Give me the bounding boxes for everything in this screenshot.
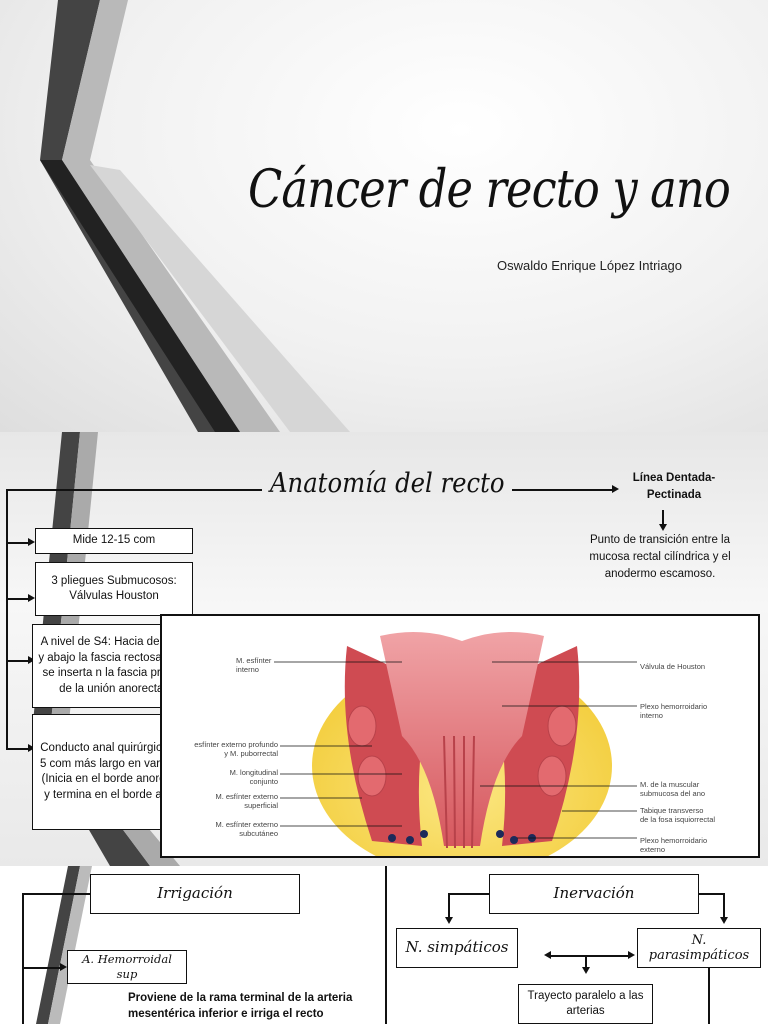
anorectal-anatomy-figure: M. esfínter interno esfínter externo pro… <box>160 614 760 858</box>
connector-line <box>22 967 62 969</box>
parasympathetic-nerves-box: N. parasimpáticos <box>637 928 761 968</box>
title-slide: Cáncer de recto y ano Oswaldo Enrique Ló… <box>0 0 768 432</box>
superior-hemorrhoidal-artery-box: A. Hemorroidal sup <box>67 950 187 984</box>
decorative-stripes <box>40 0 350 432</box>
presentation-title: Cáncer de recto y ano <box>248 160 731 220</box>
anatomy-title: Anatomía del recto <box>270 468 505 499</box>
connector-line <box>585 955 587 969</box>
sympathetic-nerves-box: N. simpáticos <box>396 928 518 968</box>
connector-line <box>6 748 30 750</box>
label-internal-hemorrhoidal-plexus: Plexo hemorroidario interno <box>640 702 708 720</box>
arrow-left <box>544 951 551 959</box>
connector-line <box>22 893 90 895</box>
connector-line <box>448 893 489 895</box>
slide-divider <box>385 866 387 1024</box>
irrigation-title-box: Irrigación <box>90 874 300 914</box>
connector-line <box>6 542 30 544</box>
hemorrhoidal-description: Proviene de la rama terminal de la arter… <box>128 992 353 1020</box>
connector-line <box>699 893 724 895</box>
connector-line <box>22 893 24 1024</box>
connector-line <box>6 598 30 600</box>
dentate-line-description: Punto de transición entre la mucosa rect… <box>589 534 731 580</box>
label-superficial-external-sphincter: M. esfínter externo superficial <box>215 792 278 810</box>
connector-line <box>708 968 710 1024</box>
arrow-down <box>582 967 590 974</box>
author-name: Oswaldo Enrique López Intriago <box>497 258 683 273</box>
trajectory-box: Trayecto paralelo a las arterias <box>518 984 653 1024</box>
label-internal-sphincter: M. esfínter interno <box>236 656 272 674</box>
connector-line <box>6 660 30 662</box>
connector-line <box>512 489 614 491</box>
label-muscularis-submucosae: M. de la muscular submucosa del ano <box>640 780 706 798</box>
arrow-right <box>28 538 35 546</box>
irrigation-innervation-slide: Irrigación A. Hemorroidal sup Proviene d… <box>0 866 768 1024</box>
length-box: Mide 12-15 com <box>35 528 193 554</box>
label-houston-valve: Válvula de Houston <box>640 662 706 671</box>
arrow-down <box>445 917 453 924</box>
arrow-right <box>28 744 35 752</box>
arrow-right <box>60 963 67 971</box>
anatomy-slide: Anatomía del recto Línea Dentada- Pectin… <box>0 432 768 866</box>
arrow-right <box>28 594 35 602</box>
arrow-down <box>720 917 728 924</box>
connector-line <box>6 489 8 749</box>
decorative-stripes <box>36 866 92 1024</box>
connector-line <box>723 893 725 919</box>
connector-line <box>6 489 262 491</box>
houston-valves-box: 3 pliegues Submucosos: Válvulas Houston <box>35 562 193 616</box>
label-longitudinal-muscle: M. longitudinal conjunto <box>229 768 278 786</box>
label-external-hemorrhoidal-plexus: Plexo hemorroidario externo <box>640 836 708 854</box>
label-deep-external-sphincter: esfínter externo profundo y M. puborrect… <box>194 740 278 758</box>
arrow-right <box>628 951 635 959</box>
arrow-right <box>612 485 619 493</box>
label-subcutaneous-external-sphincter: M. esfínter externo subcutáneo <box>215 820 278 838</box>
arrow-down <box>659 524 667 531</box>
label-transverse-septum: Tabique transverso de la fosa isquiorrec… <box>640 806 716 824</box>
connector-line <box>662 510 664 526</box>
innervation-title-box: Inervación <box>489 874 699 914</box>
dentate-line-title: Línea Dentada- Pectinada <box>632 472 716 501</box>
anorectal-illustration <box>274 632 637 856</box>
bidirectional-arrow-line <box>550 955 630 957</box>
arrow-right <box>28 656 35 664</box>
connector-line <box>448 893 450 919</box>
